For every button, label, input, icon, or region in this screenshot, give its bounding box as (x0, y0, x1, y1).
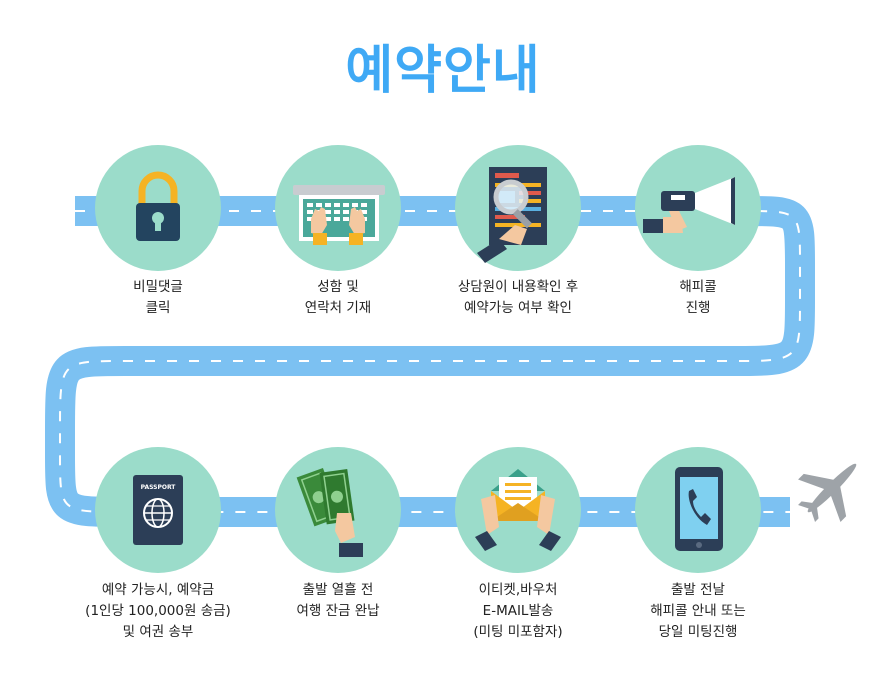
passport-icon: PASSPORT (133, 475, 183, 545)
step-label-write-contact: 성함 및 연락처 기재 (304, 279, 372, 316)
step-label-consult-check: 상담원이 내용확인 후 예약가능 여부 확인 (457, 279, 579, 316)
laptop-typing-icon (293, 185, 385, 245)
step-label-secret-comment: 비밀댓글 클릭 (133, 279, 183, 316)
step-label-reservation-deposit: 예약 가능시, 예약금 (1인당 100,000원 송금) 및 여권 송부 (85, 582, 231, 640)
money-bills-icon (296, 467, 363, 557)
step-circle-pre-departure-guide (635, 447, 761, 573)
step-circle-happy-call (635, 145, 761, 271)
airplane-icon (798, 463, 857, 522)
step-label-pre-departure-guide: 출발 전날 해피콜 안내 또는 당일 미팅진행 (650, 582, 746, 640)
step-circle-write-contact (275, 145, 401, 271)
step-label-eticket-voucher: 이티켓,바우처 E-MAIL발송 (미팅 미포함자) (473, 582, 563, 640)
smartphone-call-icon (675, 467, 723, 551)
megaphone-icon (643, 177, 735, 233)
step-circle-reservation-deposit: PASSPORT (95, 447, 221, 573)
magnifier-document-icon (477, 167, 547, 263)
svg-text:PASSPORT: PASSPORT (141, 484, 177, 491)
step-circle-eticket-voucher (455, 447, 581, 573)
step-circle-consult-check (455, 145, 581, 271)
lock-icon (136, 171, 180, 241)
step-label-happy-call: 해피콜 진행 (679, 279, 717, 316)
envelope-letter-icon (475, 469, 561, 551)
page-title: 예약안내 (345, 41, 541, 101)
step-circle-balance-payment (275, 447, 401, 573)
step-circle-secret-comment (95, 145, 221, 271)
step-label-balance-payment: 출발 열흘 전 여행 잔금 완납 (296, 582, 380, 619)
